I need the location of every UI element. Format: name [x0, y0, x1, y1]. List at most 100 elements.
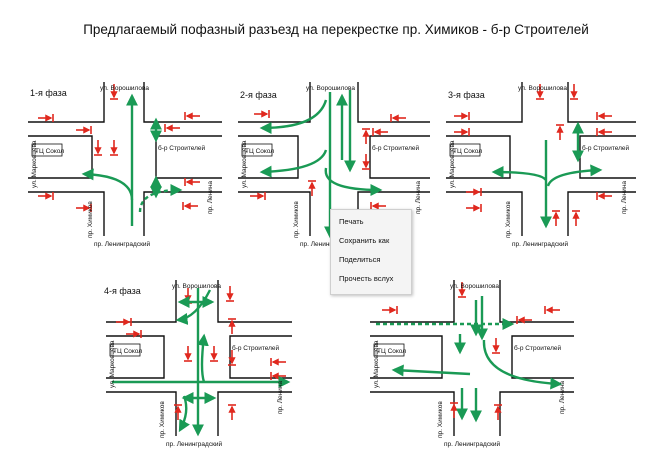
red-stop-arrow: [270, 372, 286, 380]
red-stop-arrow: [110, 84, 118, 100]
green-movement-arrow: [324, 167, 383, 196]
red-stop-arrow: [596, 112, 612, 120]
green-movement-arrow: [546, 164, 603, 187]
label-street-left: ул. Марковцева: [31, 140, 38, 188]
red-stop-arrow: [536, 84, 544, 100]
label-street-right: б-р Строителей: [232, 344, 280, 352]
road-edge: [370, 280, 574, 436]
label-street-bottom-right: пр. Ленина: [415, 181, 422, 214]
label-street-bottom: пр. Ленинградский: [300, 240, 357, 248]
label-street-bottom-right: пр. Ленина: [621, 181, 628, 214]
red-stop-arrow: [254, 110, 270, 118]
label-street-left: ул. Марковцева: [109, 340, 116, 388]
label-street-left: ул. Марковцева: [449, 140, 456, 188]
mall-box: [31, 143, 63, 157]
red-stop-arrow: [552, 210, 560, 226]
red-stop-arrow: [110, 140, 118, 156]
green-movement-arrow: [81, 168, 134, 201]
label-street-bottom-left: пр. Химиков: [505, 201, 512, 238]
menu-item-share[interactable]: Поделиться: [339, 255, 381, 264]
red-stop-arrow: [596, 128, 612, 136]
green-movement-arrow: [196, 333, 209, 383]
green-movement-arrow: [259, 99, 328, 134]
red-stop-arrow: [454, 128, 470, 136]
red-stop-arrow: [556, 124, 564, 140]
green-movement-arrow: [391, 364, 471, 377]
label-street-left: ул. Марковцева: [373, 340, 380, 388]
label-street-bottom-right: пр. Ленина: [277, 381, 284, 414]
label-street-bottom: пр. Ленинградский: [444, 440, 501, 448]
road-median: [28, 135, 93, 179]
red-stop-arrow: [466, 188, 482, 196]
phase-label-3: 3-я фаза: [448, 90, 485, 100]
label-street-right: б-р Строителей: [158, 144, 206, 152]
red-stop-arrow: [454, 112, 470, 120]
label-street-bottom-right: пр. Ленина: [207, 181, 214, 214]
red-stop-arrow: [126, 330, 142, 338]
red-stop-arrow: [372, 128, 388, 136]
red-stop-arrow: [184, 178, 200, 186]
phase-label-4: 4-я фаза: [104, 286, 141, 296]
red-stop-arrow: [76, 126, 92, 134]
red-stop-arrow: [250, 192, 266, 200]
red-stop-arrow: [492, 338, 500, 354]
red-stop-arrow: [164, 124, 180, 132]
red-stop-arrow: [450, 402, 458, 418]
green-movement-arrow: [259, 149, 328, 178]
red-stop-arrow: [458, 282, 466, 298]
label-street-bottom: пр. Ленинградский: [512, 240, 569, 248]
green-movement-arrow: [178, 395, 190, 433]
road-edge: [238, 82, 430, 236]
red-stop-arrow: [544, 306, 560, 314]
label-street-bottom-right: пр. Ленина: [559, 381, 566, 414]
red-stop-arrow: [182, 202, 198, 210]
road-median: [155, 135, 222, 179]
red-stop-arrow: [270, 358, 286, 366]
menu-item-save-as[interactable]: Сохранить как: [339, 236, 390, 245]
label-mall: ТЦ Сокол: [377, 348, 406, 355]
road-median: [511, 335, 574, 379]
menu-item-print[interactable]: Печать: [339, 217, 364, 226]
label-street-bottom: пр. Ленинградский: [166, 440, 223, 448]
label-street-top: ул. Ворошилова: [172, 283, 221, 290]
phase-label-1: 1-я фаза: [30, 88, 67, 98]
red-stop-arrow: [572, 210, 580, 226]
road-median: [238, 135, 299, 179]
red-stop-arrow: [362, 128, 370, 144]
label-mall: ТЦ Сокол: [245, 148, 274, 155]
red-stop-arrow: [38, 114, 54, 122]
red-stop-arrow: [466, 204, 482, 212]
label-street-right: б-р Строителей: [582, 144, 630, 152]
red-stop-arrow: [38, 192, 54, 200]
red-stop-arrow: [390, 114, 406, 122]
phase-label-2: 2-я фаза: [240, 90, 277, 100]
label-street-left: ул. Марковцева: [241, 140, 248, 188]
green-movement-arrow: [175, 289, 212, 325]
red-stop-arrow: [184, 346, 192, 362]
label-street-right: б-р Строителей: [372, 144, 420, 152]
road-edge: [28, 82, 222, 236]
label-street-bottom-left: пр. Химиков: [87, 201, 94, 238]
red-stop-arrow: [76, 204, 92, 212]
label-street-bottom-left: пр. Химиков: [437, 401, 444, 438]
label-street-top: ул. Ворошилова: [518, 85, 567, 92]
red-stop-arrow: [362, 154, 370, 170]
label-street-top: ул. Ворошилова: [306, 85, 355, 92]
red-stop-arrow: [516, 316, 532, 324]
red-stop-arrow: [228, 350, 236, 366]
road-median: [369, 135, 430, 179]
red-stop-arrow: [184, 288, 192, 304]
mall-box: [109, 343, 141, 357]
label-street-bottom-left: пр. Химиков: [159, 401, 166, 438]
red-stop-arrow: [228, 318, 236, 334]
red-stop-arrow: [308, 180, 316, 196]
label-street-top: ул. Ворошилова: [100, 85, 149, 92]
red-stop-arrow: [116, 318, 132, 326]
red-stop-arrow: [210, 346, 218, 362]
road-median: [229, 335, 292, 379]
context-menu: Печать Сохранить как Поделиться Прочесть…: [330, 209, 412, 295]
menu-item-read-aloud[interactable]: Прочесть вслух: [339, 274, 394, 283]
green-movement-arrow: [138, 184, 183, 213]
road-median: [370, 335, 443, 379]
